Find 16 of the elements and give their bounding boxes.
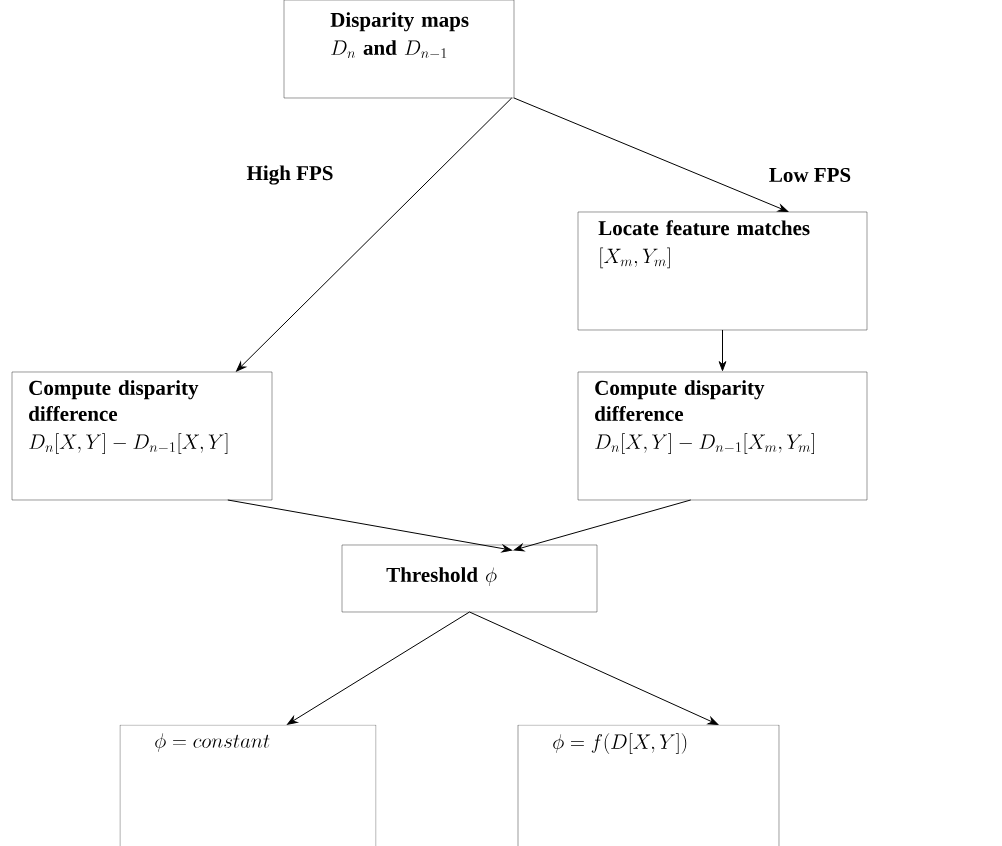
process-box: Compute disparity difference $D_n[X,Y] - D_{n-1}[X_m,Y_m]$ bbox=[577, 371, 868, 501]
process-box: $\phi = f(D[X,Y])$ bbox=[517, 724, 780, 846]
arrow bbox=[718, 329, 727, 372]
arrow bbox=[227, 499, 512, 553]
edge-label: High FPS bbox=[244, 163, 336, 187]
process-box: $\textbf{Threshold} \ \phi$ bbox=[341, 544, 598, 613]
process-box: $\phi = constant$ bbox=[119, 724, 377, 846]
arrow bbox=[236, 97, 513, 372]
arrow bbox=[287, 611, 470, 725]
arrow bbox=[469, 611, 719, 725]
process-box: Locate feature matches $[X_m, Y_m]$ bbox=[577, 211, 868, 331]
process-box: Compute disparity difference $D_n[X,Y] - D_{n-1}[X,Y]$ bbox=[11, 371, 273, 501]
arrow bbox=[513, 499, 692, 552]
edge-label: Low FPS bbox=[766, 165, 854, 185]
arrow bbox=[513, 97, 789, 212]
process-box: Disparity maps $D_n \mbox{ \textbf{and} } D_{n-1}$ bbox=[283, 0, 515, 99]
